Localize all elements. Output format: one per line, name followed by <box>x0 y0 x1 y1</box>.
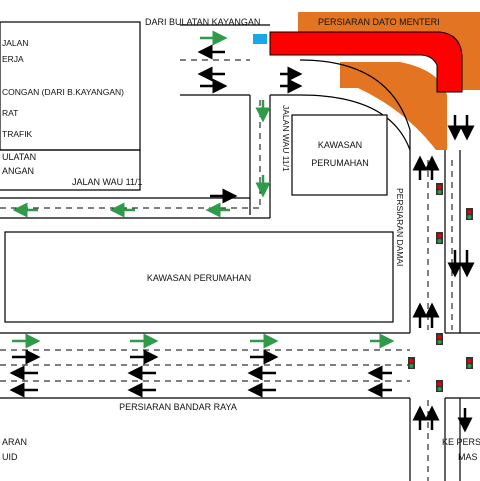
label-bottom-right-1: KE PERS <box>442 437 480 447</box>
label-jalan-wau-vertical: JALAN WAU 11/1 <box>281 105 291 172</box>
legend-item-2: ERJA <box>2 54 24 64</box>
green-arrows <box>12 30 395 349</box>
label-jalan-wau: JALAN WAU 11/1 <box>72 177 143 187</box>
label-bottom-left-1: ARAN <box>2 437 27 447</box>
label-kawasan-small-1: KAWASAN <box>318 140 362 150</box>
orange-zone-curve <box>340 62 447 150</box>
signal-blue <box>253 34 267 44</box>
label-bulatan-cut-1: ULATAN <box>2 152 36 162</box>
legend-item-1: JALAN <box>2 38 28 48</box>
closure-red-area <box>269 31 463 93</box>
legend-box <box>0 21 141 151</box>
legend-item-3: CONGAN (DARI B.KAYANGAN) <box>2 87 124 97</box>
label-bottom-left-2: UID <box>2 452 18 462</box>
legend-item-5: TRAFIK <box>2 129 33 139</box>
black-arrows <box>9 44 475 433</box>
kawasan-perumahan-small <box>291 114 388 196</box>
label-persiaran-bandar-raya: PERSIARAN BANDAR RAYA <box>119 402 237 412</box>
label-bulatan-cut-2: ANGAN <box>2 166 34 176</box>
label-kawasan-small-2: PERUMAHAN <box>311 158 369 168</box>
block-left-top <box>0 149 141 191</box>
traffic-lights <box>408 183 473 392</box>
legend-item-4: RAT <box>2 108 18 118</box>
label-top-entry: DARI BULATAN KAYANGAN <box>145 17 260 27</box>
label-persiaran-dato-menteri: PERSIARAN DATO MENTERI <box>318 17 440 27</box>
label-kawasan-big: KAWASAN PERUMAHAN <box>147 273 251 283</box>
road-edges <box>0 24 480 481</box>
label-persiaran-damai: PERSIARAN DAMAI <box>395 188 405 266</box>
label-bottom-right-2: MAS <box>458 452 478 462</box>
kawasan-perumahan-big <box>4 231 394 323</box>
